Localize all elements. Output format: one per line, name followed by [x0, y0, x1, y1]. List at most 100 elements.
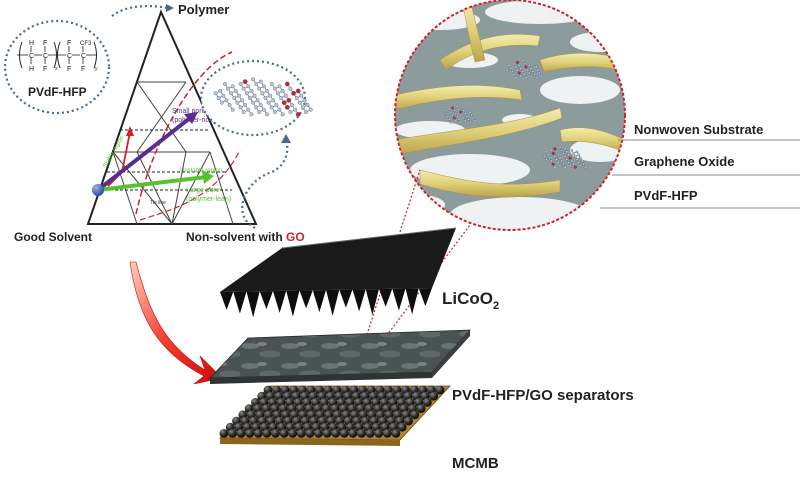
cathode-label: LiCoO2: [442, 289, 499, 312]
separator-layer: [209, 329, 471, 384]
separator-top: [209, 329, 471, 379]
mcmb-sphere: [404, 416, 413, 426]
anode-front: [220, 438, 400, 446]
go-bubble-border: [199, 59, 307, 137]
separator-label: PVdF-HFP/GO separators: [452, 387, 634, 404]
binodal-curve: [135, 51, 233, 215]
mcmb-sphere: [314, 429, 323, 438]
svg-text:H: H: [29, 40, 34, 47]
composition-arrowhead: [126, 126, 134, 136]
mcmb-sphere: [228, 429, 237, 438]
pvdf-zoom-label: PVdF-HFP: [634, 188, 698, 203]
svg-text:y: y: [95, 66, 98, 72]
svg-text:F: F: [67, 40, 71, 47]
good-solvent-label: Good Solvent: [14, 230, 92, 244]
small-pore-sublabel: (polymer-rich): [172, 117, 215, 124]
go-connector: [241, 139, 289, 229]
svg-text:C: C: [67, 53, 72, 60]
zoom-circle-border: [394, 0, 626, 231]
polymer-corner-label: Polymer: [178, 2, 229, 17]
cathode-edge: [281, 227, 457, 249]
graphene-oxide-label: Graphene Oxide: [634, 154, 734, 169]
polymer-connector: [111, 5, 169, 17]
anode-label: MCMB: [452, 455, 499, 472]
polymer-connector-arrowhead: [166, 4, 174, 12]
cathode-top: [220, 228, 456, 292]
mcmb-sphere: [357, 429, 366, 438]
go-flake: [441, 105, 477, 124]
mcmb-sphere: [296, 429, 306, 438]
large-pore-label: Large pore: [186, 187, 220, 194]
zoom-magnifier: Nonwoven Substrate Graphene Oxide PVdF-H…: [394, 0, 800, 231]
svg-text:C: C: [43, 53, 48, 60]
process-arrow: [129, 261, 223, 385]
go-molecule-bubble: [199, 59, 313, 229]
pvdf-bubble-border: [3, 19, 111, 115]
svg-text:H: H: [29, 66, 34, 73]
large-pore-sublabel: (polymer-lean): [186, 196, 231, 203]
small-pore-arrowhead: [184, 112, 198, 124]
spinodal-curve: [139, 149, 241, 221]
anode-spheres: [219, 385, 445, 438]
mcmb-sphere: [279, 429, 289, 438]
mcmb-sphere: [305, 429, 315, 438]
go-connector-arrowhead: [281, 134, 291, 143]
mcmb-sphere: [253, 429, 263, 438]
svg-text:C: C: [29, 53, 34, 60]
pvdf-formula: H C H F C F F C F CF3 C F x y: [17, 40, 98, 73]
mcmb-sphere: [397, 422, 407, 432]
go-flake: [213, 77, 313, 117]
mcmb-sphere: [423, 398, 432, 407]
go-flake: [505, 59, 543, 80]
pvdf-name-label: PVdF-HFP: [28, 85, 87, 99]
mcmb-sphere: [236, 429, 246, 438]
svg-text:CF3: CF3: [80, 41, 92, 47]
mcmb-sphere: [374, 429, 384, 438]
mcmb-sphere: [288, 429, 298, 438]
mcmb-sphere: [348, 429, 358, 438]
go-flake: [543, 145, 587, 169]
mcmb-sphere: [391, 429, 401, 438]
tie-line-label: Tie line: [150, 200, 166, 206]
non-solvent-label: Non-solvent with GO: [186, 230, 305, 244]
mcmb-sphere: [416, 404, 426, 413]
mcmb-sphere: [365, 429, 375, 438]
mcmb-sphere: [435, 385, 445, 395]
mcmb-sphere: [245, 429, 255, 438]
anode-layer: [219, 385, 451, 446]
initial-composition-dot: [92, 184, 104, 196]
mcmb-sphere: [262, 429, 272, 438]
mcmb-sphere: [429, 391, 439, 401]
cathode-sawtooth: [220, 288, 432, 318]
small-pore-arrow: [96, 116, 192, 192]
small-pore-label: Small pore: [172, 108, 206, 115]
svg-text:F: F: [43, 40, 47, 47]
mcmb-sphere: [271, 429, 280, 438]
separator-front: [210, 372, 432, 384]
zoom-go-sheets: [441, 59, 587, 169]
mcmb-sphere: [219, 429, 229, 438]
mcmb-sphere: [322, 429, 332, 438]
large-pore-arrowhead: [202, 170, 214, 184]
mcmb-sphere: [410, 410, 420, 420]
ternary-dashed-bands: [100, 129, 232, 191]
unstable-region-label: Unstable region: [180, 168, 222, 174]
svg-text:C: C: [81, 53, 86, 60]
nonwoven-label: Nonwoven Substrate: [634, 122, 763, 137]
svg-text:F: F: [43, 66, 47, 73]
go-sheet: [213, 77, 313, 117]
zoom-leader-lines: [600, 139, 800, 209]
zoom-fibers: [395, 0, 625, 198]
svg-text:F: F: [81, 66, 85, 73]
cathode-layer: [220, 227, 457, 318]
separator-side: [432, 330, 470, 378]
svg-text:x: x: [55, 66, 58, 72]
pvdf-structure-bubble: H C H F C F F C F CF3 C F x y PVdF-HFP: [3, 19, 111, 115]
mcmb-sphere: [331, 429, 341, 438]
mcmb-sphere: [339, 429, 349, 438]
svg-text:F: F: [67, 66, 71, 73]
large-pore-arrow: [97, 175, 207, 192]
mcmb-sphere: [382, 429, 392, 438]
